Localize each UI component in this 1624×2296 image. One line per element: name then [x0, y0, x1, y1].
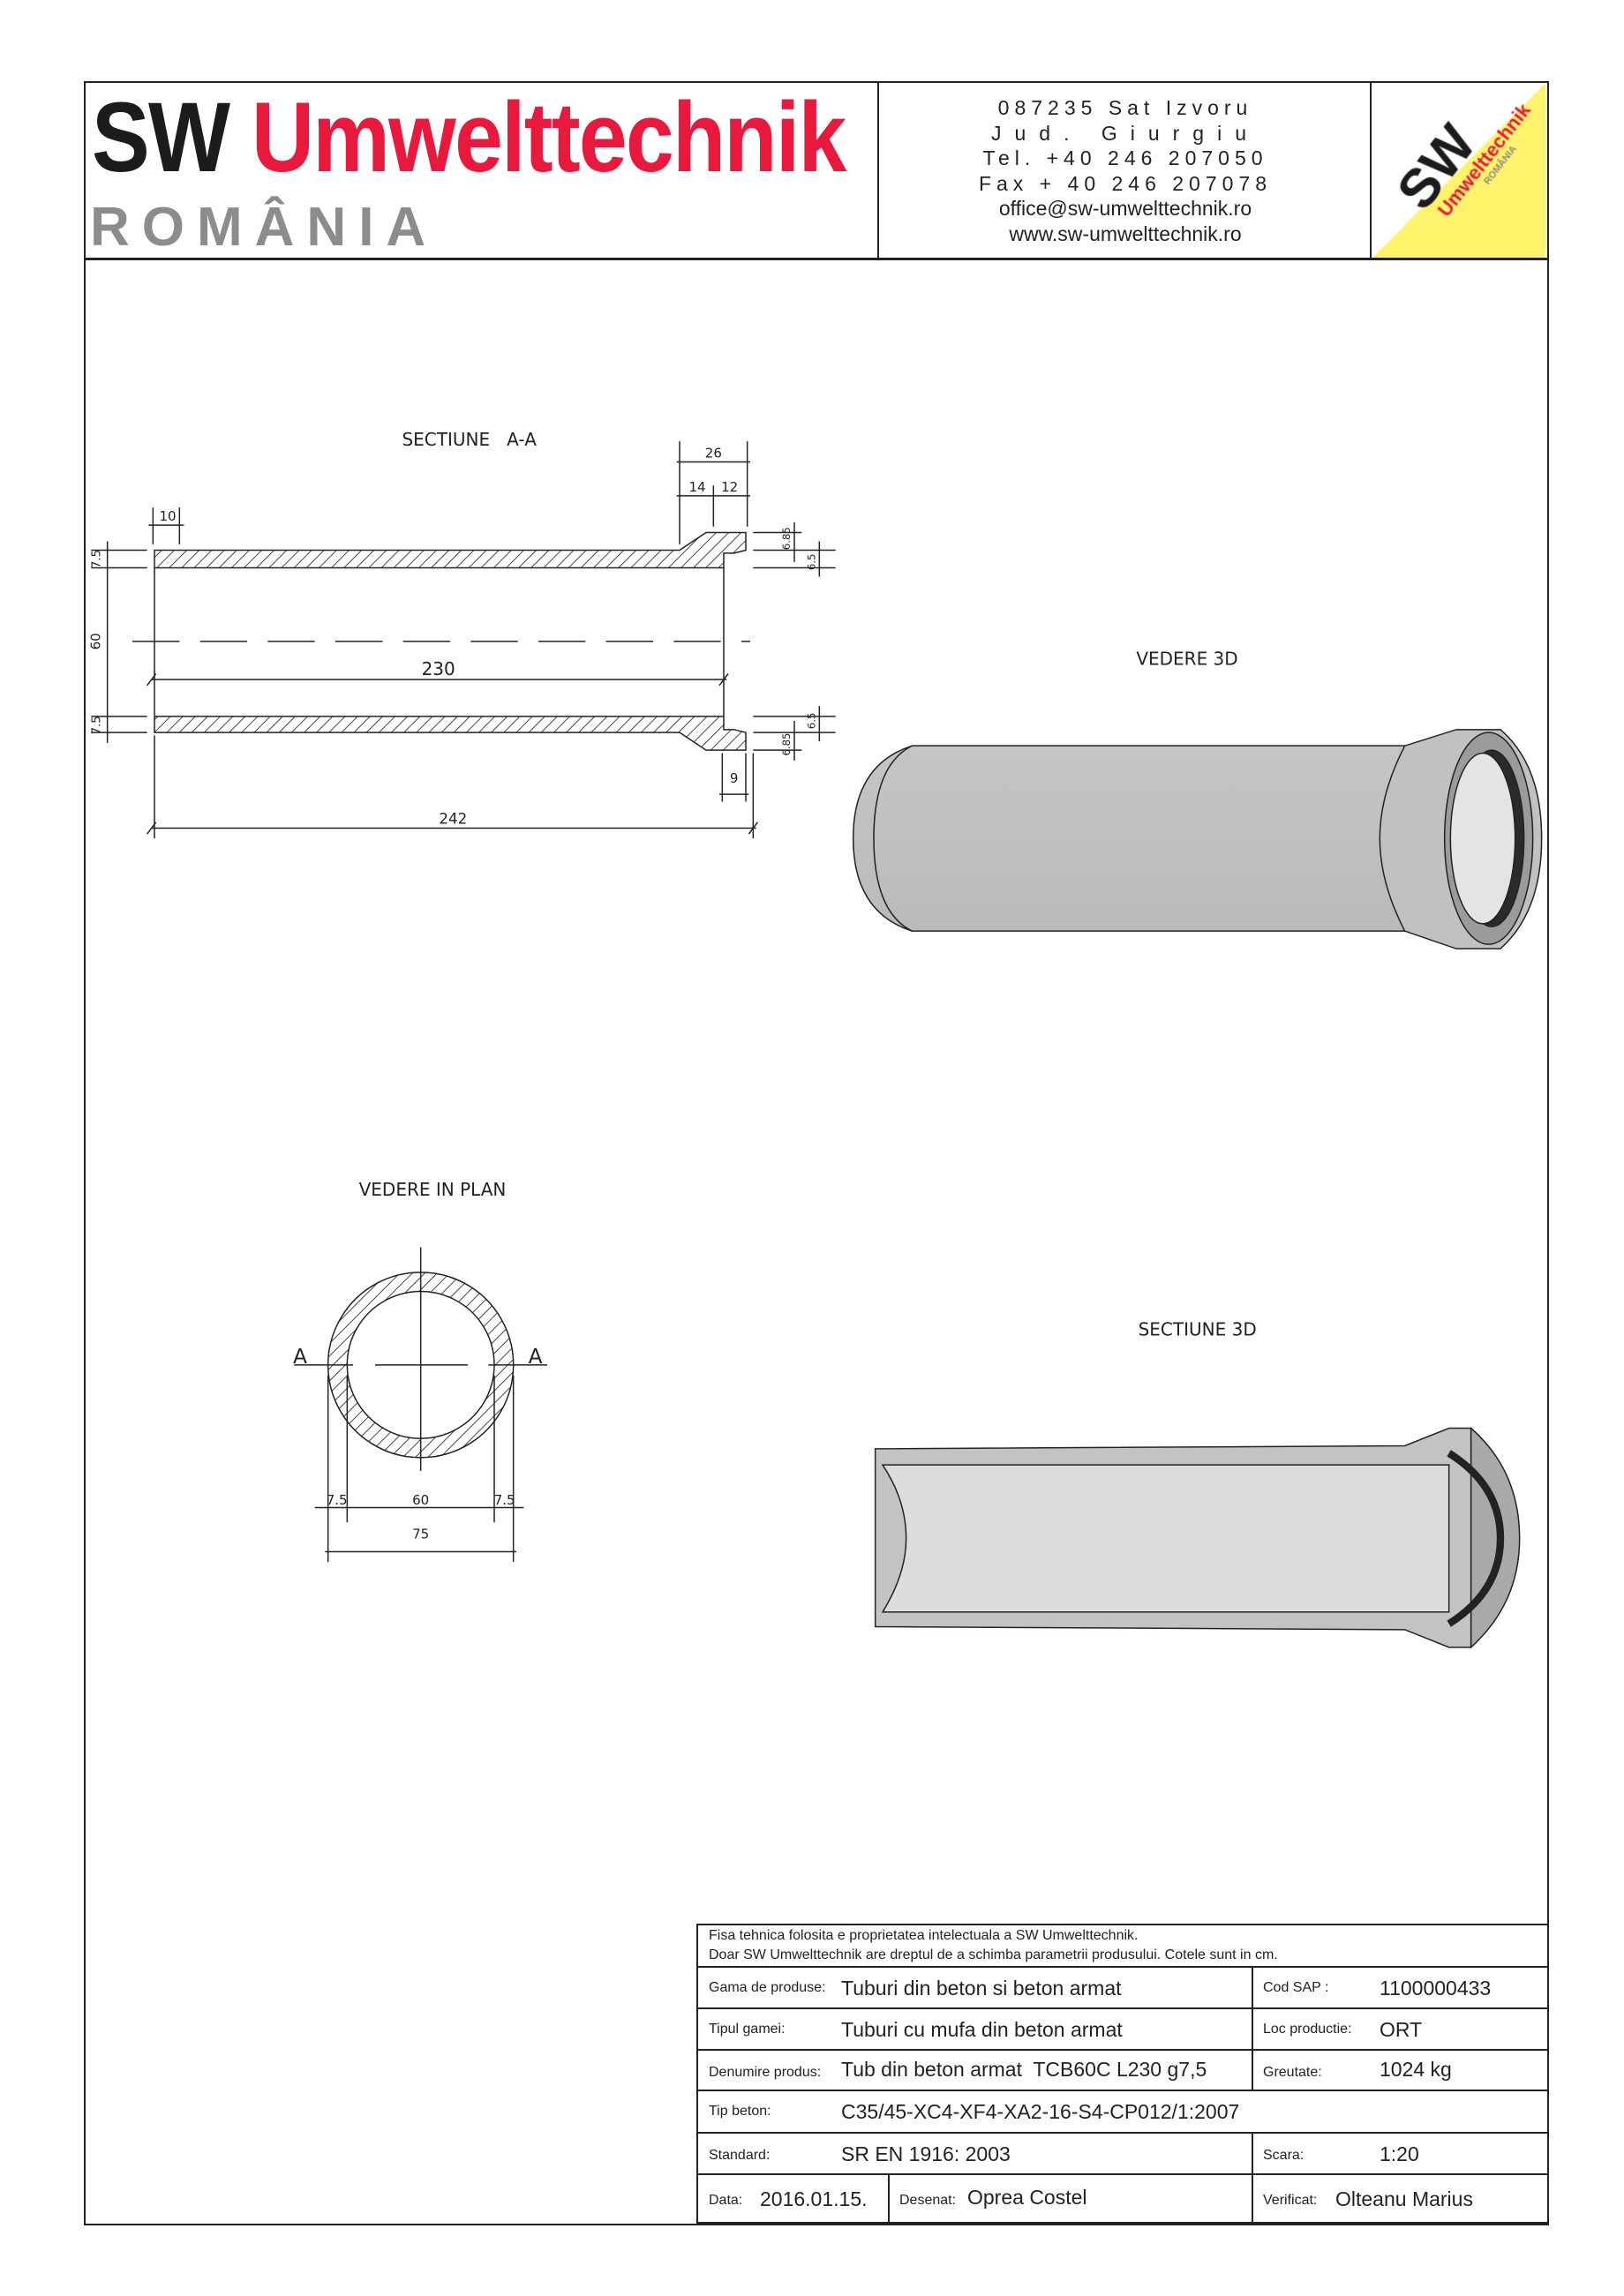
plan-view-title: VEDERE IN PLAN: [359, 1179, 507, 1200]
section-aa-title: SECTIUNE A-A: [402, 429, 537, 450]
contact-email: office@sw-umwelttechnik.ro: [998, 197, 1252, 220]
desenat-label: Desenat:: [899, 2193, 957, 2208]
verificat-value: Olteanu Marius: [1335, 2187, 1473, 2210]
pipe-ring: [327, 1272, 515, 1459]
company-logo: [1372, 83, 1545, 258]
header-column-divider: [1370, 81, 1372, 259]
pipe-wall-top: [154, 531, 747, 569]
column-divider: [1252, 2132, 1253, 2224]
gama-value: Tuburi din beton si beton armat: [841, 1977, 1122, 2000]
view-3d-title: VEDERE 3D: [1136, 649, 1237, 670]
contact-address: 087235 Sat Izvoru: [997, 96, 1253, 119]
desenat-value: Oprea Costel: [967, 2186, 1087, 2209]
contact-phone: Tel. +40 246 207050: [982, 146, 1268, 169]
tip-gamei-value: Tuburi cu mufa din beton armat: [841, 2018, 1123, 2041]
title-block: Fisa tehnica folosita e proprietatea int…: [696, 1924, 1549, 2224]
scara-label: Scara:: [1263, 2148, 1304, 2163]
dim-75: 75: [412, 1527, 429, 1542]
company-logo-image: [1372, 83, 1545, 258]
section-3d-title: SECTIUNE 3D: [1139, 1319, 1257, 1340]
note-line-1: Fisa tehnica folosita e proprietatea int…: [709, 1928, 1139, 1943]
sheet-frame: [84, 81, 1549, 2225]
dim-6-85-bottom: 6.85: [780, 733, 793, 756]
brand-logo-text: SW Umwelttechnik: [92, 88, 846, 187]
tip-beton-label: Tip beton:: [709, 2104, 771, 2119]
dim-7-5-right: 7.5: [494, 1492, 515, 1508]
row-gama: Gama de produse: Tuburi din beton si bet…: [698, 1966, 1549, 2008]
row-denumire: Denumire produs: Tub din beton armat TCB…: [698, 2049, 1549, 2091]
header-column-divider: [877, 81, 879, 259]
denumire-value: Tub din beton armat TCB60C L230 g7,5: [841, 2058, 1207, 2081]
tip-beton-value: C35/45-XC4-XF4-XA2-16-S4-CP012/1:2007: [841, 2100, 1240, 2123]
pipe-3d-section: [874, 1426, 1521, 1649]
standard-label: Standard:: [709, 2148, 771, 2163]
dim-9: 9: [730, 770, 739, 786]
data-value: 2016.01.15.: [760, 2187, 868, 2210]
verificat-label: Verificat:: [1263, 2193, 1318, 2208]
dim-6-85-top: 6.85: [780, 527, 793, 550]
standard-value: SR EN 1916: 2003: [841, 2142, 1011, 2165]
dim-26: 26: [705, 446, 722, 461]
row-standard: Standard: SR EN 1916: 2003 Scara: 1:20: [698, 2132, 1549, 2174]
gama-label: Gama de produse:: [709, 1980, 826, 1995]
plan-view-drawing: [294, 1247, 547, 1563]
row-tip-gamei: Tipul gamei: Tuburi cu mufa din beton ar…: [698, 2007, 1549, 2050]
dim-230: 230: [422, 658, 455, 679]
brand-sw: SW: [92, 82, 230, 192]
section-aa-drawing: [91, 441, 836, 839]
loc-label: Loc productie:: [1263, 2022, 1352, 2037]
section-mark-right: A: [529, 1344, 543, 1369]
loc-value: ORT: [1380, 2018, 1423, 2041]
pipe-3d-view: [852, 729, 1543, 949]
greutate-label: Greutate:: [1263, 2065, 1322, 2080]
dim-7-5-bottom: 7.5: [90, 716, 103, 734]
scara-value: 1:20: [1380, 2142, 1419, 2165]
contact-block: 087235 Sat Izvoru Jud. Giurgiu Tel. +40 …: [883, 95, 1368, 246]
contact-fax: Fax + 40 246 207078: [978, 171, 1273, 195]
data-label: Data:: [709, 2193, 743, 2208]
brand-name: Umwelttechnik: [251, 82, 846, 192]
note-line-2: Doar SW Umwelttechnik are dreptul de a s…: [709, 1947, 1278, 1962]
dim-7-5-left: 7.5: [327, 1492, 348, 1508]
dim-7-5-top: 7.5: [90, 550, 103, 568]
dim-6-5-bottom: 6.5: [805, 713, 817, 730]
denumire-label: Denumire produs:: [709, 2065, 822, 2080]
row-tip-beton: Tip beton: C35/45-XC4-XF4-XA2-16-S4-CP01…: [698, 2090, 1549, 2132]
tip-gamei-label: Tipul gamei:: [709, 2022, 786, 2037]
contact-county: Jud. Giurgiu: [990, 121, 1259, 145]
dim-60: 60: [87, 633, 103, 649]
dim-242: 242: [439, 811, 467, 828]
column-divider: [888, 2175, 890, 2224]
sap-value: 1100000433: [1380, 1977, 1492, 2000]
note-row: Fisa tehnica folosita e proprietatea int…: [698, 1924, 1549, 1968]
section-mark-left: A: [293, 1344, 307, 1369]
dim-60-plan: 60: [412, 1492, 429, 1508]
column-divider: [1252, 1966, 1253, 2090]
dim-14: 14: [688, 479, 705, 495]
row-signatures: Data: 2016.01.15. Desenat: Oprea Costel …: [698, 2173, 1549, 2224]
contact-website: www.sw-umwelttechnik.ro: [1009, 221, 1242, 245]
brand-country: ROMÂNIA: [90, 197, 439, 258]
header-divider: [84, 258, 1547, 260]
dim-10: 10: [159, 508, 176, 524]
dim-6-5-top: 6.5: [805, 554, 817, 571]
sap-label: Cod SAP :: [1263, 1980, 1329, 1995]
greutate-value: 1024 kg: [1380, 2058, 1452, 2081]
dim-12: 12: [721, 479, 738, 495]
pipe-wall-bottom: [154, 716, 747, 751]
